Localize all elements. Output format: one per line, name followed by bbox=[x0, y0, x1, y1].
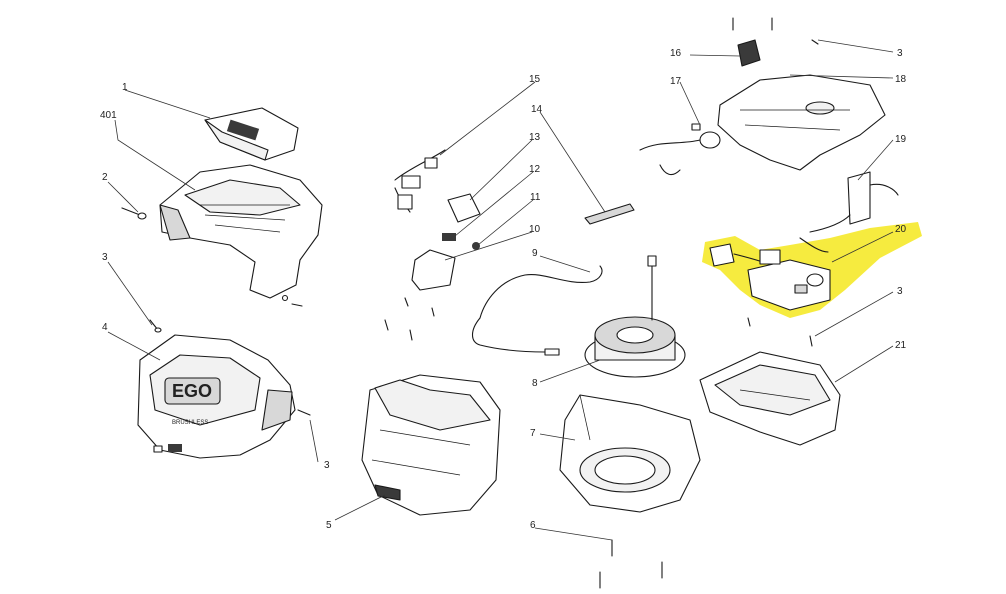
label-part-3b: 3 bbox=[324, 460, 330, 471]
label-part-10: 10 bbox=[529, 224, 541, 235]
part-12-clip bbox=[442, 233, 456, 241]
label-part-3a: 3 bbox=[102, 252, 108, 263]
label-part-9: 9 bbox=[532, 248, 538, 259]
part-21-tray bbox=[699, 351, 841, 446]
part-15-harness bbox=[394, 149, 446, 213]
part-3-screw-left bbox=[149, 319, 162, 333]
brand-logo-text: EGO bbox=[172, 381, 212, 401]
part-8-motor bbox=[584, 255, 686, 378]
part-2-screw bbox=[121, 207, 147, 220]
part-401-upper-housing bbox=[159, 164, 323, 299]
label-part-19: 19 bbox=[895, 134, 907, 145]
part-6-screws bbox=[599, 539, 663, 589]
part-14-strip bbox=[584, 203, 635, 225]
part-9-wire bbox=[471, 265, 603, 356]
label-part-17: 17 bbox=[670, 76, 682, 87]
part-17-sensor bbox=[639, 123, 721, 176]
label-part-4: 4 bbox=[102, 322, 108, 333]
housing-screws bbox=[281, 294, 303, 307]
part-13-connector bbox=[447, 193, 481, 223]
part-7-base bbox=[559, 394, 701, 513]
label-part-14: 14 bbox=[531, 104, 543, 115]
part-20-controller bbox=[709, 237, 831, 311]
part-3-screw-mid bbox=[297, 409, 311, 416]
label-part-18: 18 bbox=[895, 74, 907, 85]
top-screws bbox=[732, 17, 819, 45]
label-part-2: 2 bbox=[102, 172, 108, 183]
label-part-20: 20 bbox=[895, 224, 907, 235]
label-part-21: 21 bbox=[895, 340, 907, 351]
part-16-switch bbox=[737, 39, 761, 67]
part-18-chassis bbox=[717, 74, 886, 171]
label-part-3c: 3 bbox=[897, 48, 903, 59]
part-4-front-housing: EGO BRUSHLESS bbox=[137, 334, 296, 459]
label-part-13: 13 bbox=[529, 132, 541, 143]
part-labels: 1 401 2 3 4 3 5 15 14 13 12 11 10 9 8 7 … bbox=[100, 48, 907, 531]
part-5-motor-housing bbox=[361, 374, 501, 516]
label-part-6: 6 bbox=[530, 520, 536, 531]
label-part-15: 15 bbox=[529, 74, 541, 85]
label-part-1: 1 bbox=[122, 82, 128, 93]
part-19-board bbox=[809, 171, 899, 233]
part-3-screws-right bbox=[747, 317, 813, 347]
label-part-12: 12 bbox=[529, 164, 541, 175]
part-10-bracket bbox=[384, 249, 456, 341]
label-part-5: 5 bbox=[326, 520, 332, 531]
label-part-16: 16 bbox=[670, 48, 682, 59]
part-11-plug bbox=[472, 242, 480, 250]
label-part-11: 11 bbox=[530, 192, 541, 203]
label-part-401: 401 bbox=[100, 110, 117, 121]
part-1-cover-cap bbox=[204, 107, 299, 161]
label-part-7: 7 bbox=[530, 428, 536, 439]
brushless-badge: BRUSHLESS bbox=[172, 420, 208, 426]
label-part-8: 8 bbox=[532, 378, 538, 389]
leader-lines bbox=[107, 39, 894, 541]
label-part-3d: 3 bbox=[897, 286, 903, 297]
